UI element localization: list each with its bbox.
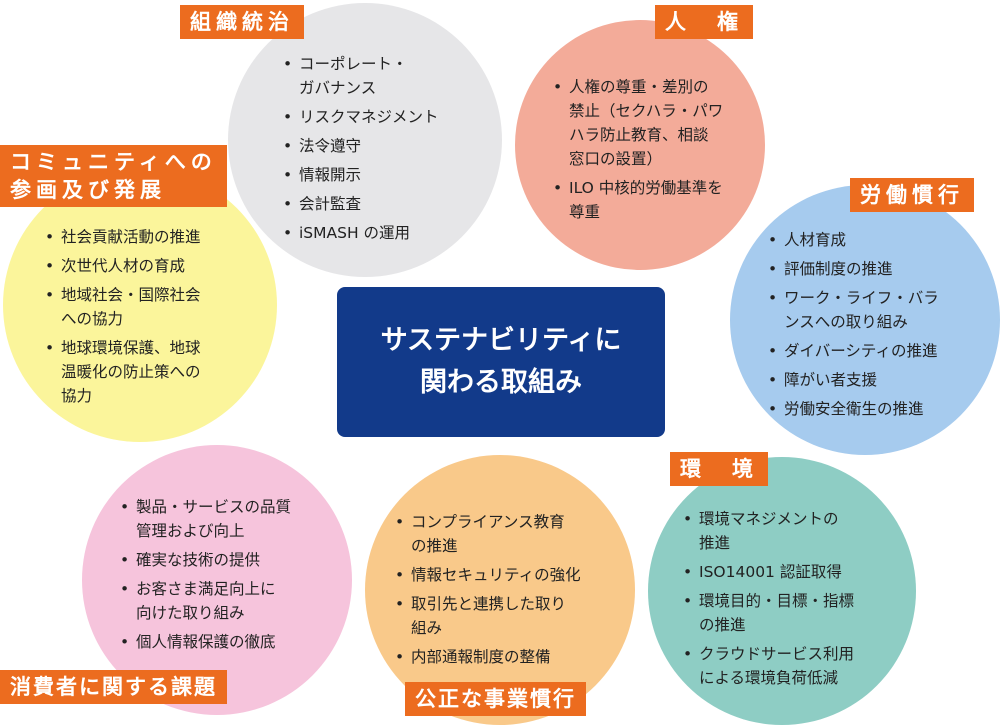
list-item: クラウドサービス利用 による環境負荷低減 <box>683 642 854 690</box>
list-item: 情報セキュリティの強化 <box>395 563 581 587</box>
list-item: ISO14001 認証取得 <box>683 560 854 584</box>
list-item: お客さま満足向上に 向けた取り組み <box>120 577 291 625</box>
fair-practice-label: 公正な事業慣行 <box>405 682 586 716</box>
list-item: 環境目的・目標・指標 の推進 <box>683 589 854 637</box>
list-item: ILO 中核的労働基準を 尊重 <box>553 176 723 224</box>
consumer-list: 製品・サービスの品質 管理および向上 確実な技術の提供 お客さま満足向上に 向け… <box>120 495 291 659</box>
list-item: 法令遵守 <box>283 134 439 158</box>
list-item: 労働安全衛生の推進 <box>768 397 939 421</box>
center-title-box: サステナビリティに 関わる取組み <box>337 287 665 437</box>
community-list: 社会貢献活動の推進 次世代人材の育成 地域社会・国際社会 への協力 地球環境保護… <box>45 225 201 413</box>
fair-practice-circle <box>365 455 635 725</box>
list-item: 個人情報保護の徹底 <box>120 630 291 654</box>
list-item: 製品・サービスの品質 管理および向上 <box>120 495 291 543</box>
list-item: 取引先と連携した取り 組み <box>395 592 581 640</box>
human-rights-list: 人権の尊重・差別の 禁止（セクハラ・パワ ハラ防止教育、相談 窓口の設置） IL… <box>553 75 723 229</box>
list-item: 環境マネジメントの 推進 <box>683 507 854 555</box>
fair-practice-list: コンプライアンス教育 の推進 情報セキュリティの強化 取引先と連携した取り 組み… <box>395 510 581 674</box>
labor-label: 労働慣行 <box>850 178 974 212</box>
center-title-line2: 関わる取組み <box>420 367 582 398</box>
list-item: ダイバーシティの推進 <box>768 339 939 363</box>
list-item: 次世代人材の育成 <box>45 254 201 278</box>
list-item: コンプライアンス教育 の推進 <box>395 510 581 558</box>
labor-list: 人材育成 評価制度の推進 ワーク・ライフ・バラ ンスへの取り組み ダイバーシティ… <box>768 228 939 426</box>
list-item: 会計監査 <box>283 192 439 216</box>
center-title-line1: サステナビリティに <box>380 325 622 356</box>
list-item: ワーク・ライフ・バラ ンスへの取り組み <box>768 286 939 334</box>
list-item: 社会貢献活動の推進 <box>45 225 201 249</box>
list-item: 内部通報制度の整備 <box>395 645 581 669</box>
consumer-label: 消費者に関する課題 <box>0 670 227 704</box>
list-item: 人材育成 <box>768 228 939 252</box>
list-item: 人権の尊重・差別の 禁止（セクハラ・パワ ハラ防止教育、相談 窓口の設置） <box>553 75 723 171</box>
list-item: 地球環境保護、地球 温暖化の防止策への 協力 <box>45 336 201 408</box>
human-rights-label: 人 権 <box>655 5 753 39</box>
list-item: 情報開示 <box>283 163 439 187</box>
environment-label: 環 境 <box>670 452 768 486</box>
governance-list: コーポレート・ ガバナンス リスクマネジメント 法令遵守 情報開示 会計監査 i… <box>283 52 439 250</box>
environment-list: 環境マネジメントの 推進 ISO14001 認証取得 環境目的・目標・指標 の推… <box>683 507 854 695</box>
list-item: リスクマネジメント <box>283 105 439 129</box>
list-item: 評価制度の推進 <box>768 257 939 281</box>
list-item: 障がい者支援 <box>768 368 939 392</box>
list-item: 地域社会・国際社会 への協力 <box>45 283 201 331</box>
list-item: iSMASH の運用 <box>283 221 439 245</box>
governance-label: 組織統治 <box>180 5 304 39</box>
list-item: 確実な技術の提供 <box>120 548 291 572</box>
community-label: コミュニティへの 参画及び発展 <box>0 145 227 207</box>
list-item: コーポレート・ ガバナンス <box>283 52 439 100</box>
